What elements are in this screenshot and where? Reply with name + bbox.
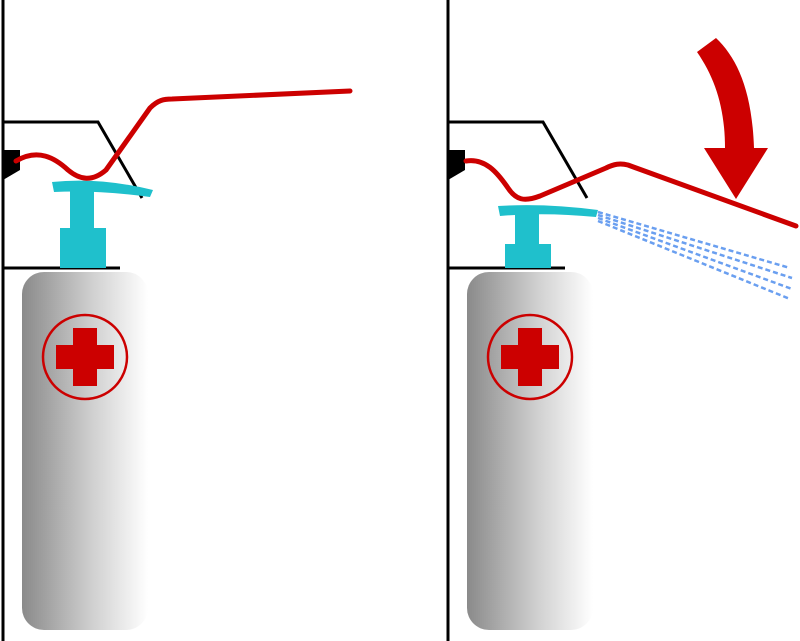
red-cross-icon — [486, 313, 574, 401]
red-cross-icon — [41, 313, 129, 401]
bottle — [22, 272, 148, 630]
lever-pivot — [3, 150, 20, 180]
pump-head — [52, 180, 153, 268]
bottle — [467, 272, 593, 630]
lever-pivot — [448, 150, 465, 180]
lever — [13, 88, 353, 181]
curved-down-arrow-icon — [697, 38, 768, 199]
spray-mist — [597, 210, 793, 301]
panel-resting — [1, 0, 353, 641]
pump-head — [498, 205, 598, 268]
panel-pressed — [446, 0, 799, 641]
dispenser-housing — [448, 120, 589, 199]
dispenser-housing — [3, 120, 144, 199]
lever — [463, 158, 799, 229]
